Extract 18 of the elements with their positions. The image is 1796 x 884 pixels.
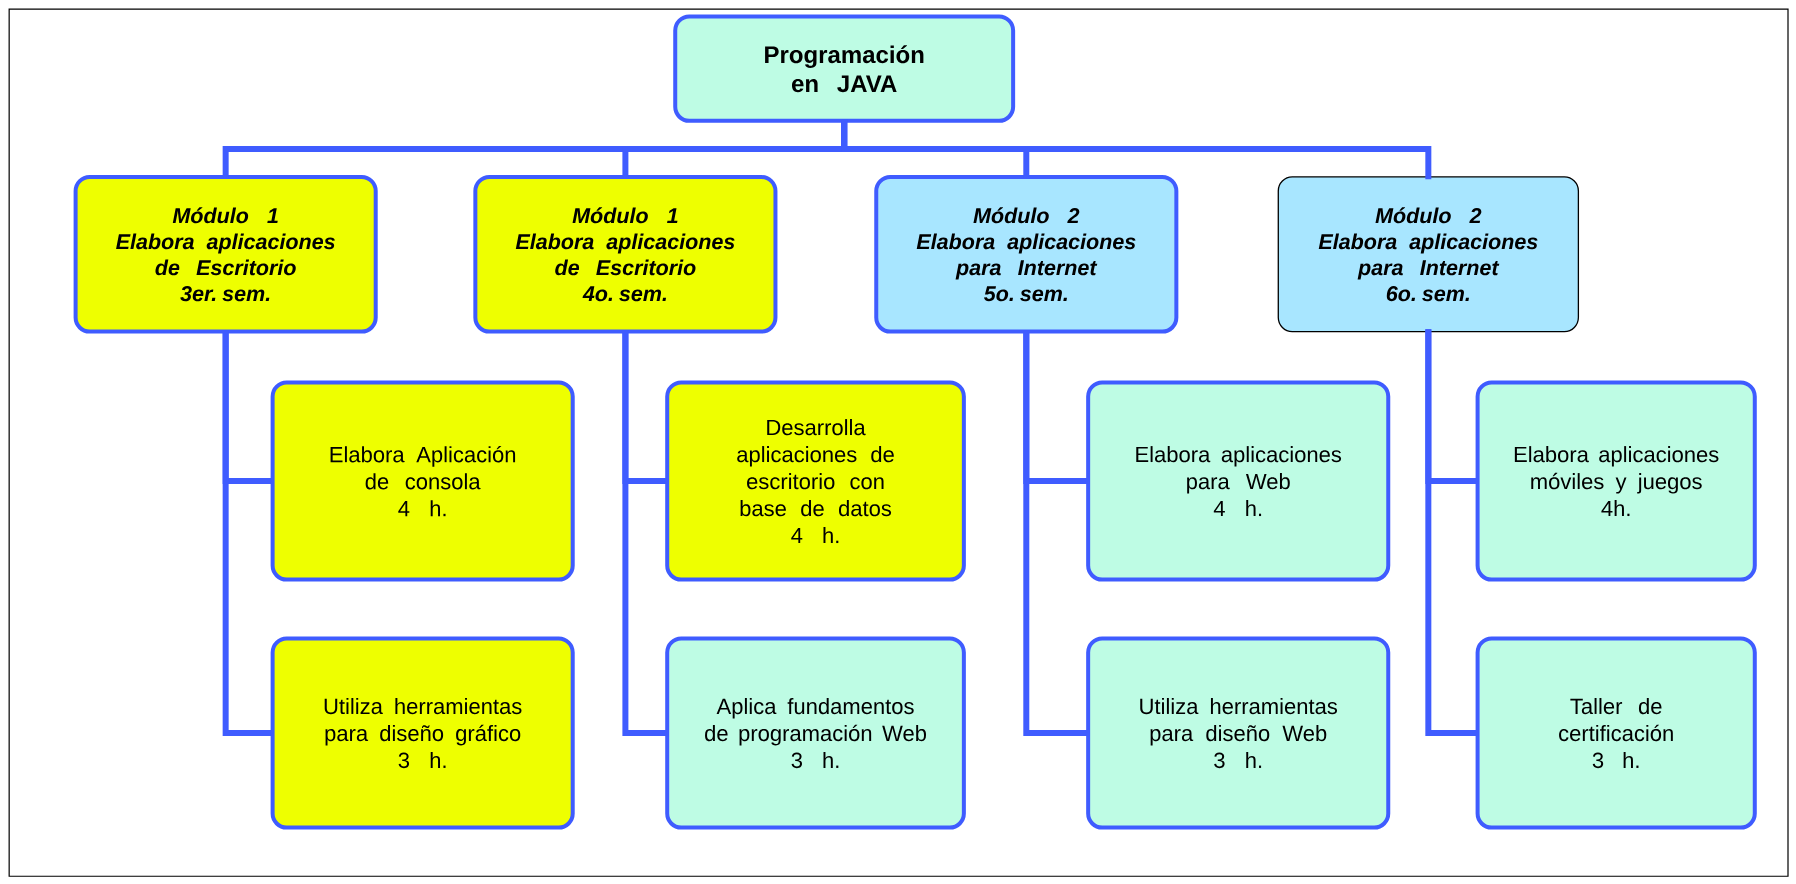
topic-box: Taller de certificación 3 h.	[1475, 636, 1757, 830]
connector-line	[222, 330, 274, 737]
title-box: Programación en JAVA	[673, 14, 1016, 123]
topic-box: Utiliza herramientas para diseño gráfico 3 h.	[270, 636, 575, 830]
module-box: Módulo 2 Elabora aplicaciones para Internet 5o. sem.	[874, 174, 1179, 334]
topic-box: Desarrolla aplicaciones de escritorio con base de datos 4 h.	[665, 380, 966, 582]
connector-line	[1023, 330, 1090, 737]
topic-box: Elabora Aplicación de consola 4 h.	[270, 380, 575, 582]
connector-line	[841, 119, 1432, 180]
topic-box: Aplica fundamentos de programación Web 3 h.	[665, 636, 966, 830]
connector-line	[1425, 329, 1479, 737]
module-box: Módulo 1 Elabora aplicaciones de Escritorio 3er. sem.	[73, 174, 378, 334]
module-box: Módulo 2 Elabora aplicaciones para Internet 6o. sem.	[1277, 176, 1580, 333]
connector-line	[622, 330, 669, 737]
topic-box: Utiliza herramientas para diseño Web 3 h.	[1086, 636, 1391, 830]
module-box: Módulo 1 Elabora aplicaciones de Escritorio 4o. sem.	[473, 174, 778, 334]
topic-box: Elabora aplicaciones para Web 4 h.	[1086, 380, 1391, 582]
topic-box: Elabora aplicaciones móviles y juegos 4h.	[1475, 380, 1757, 582]
